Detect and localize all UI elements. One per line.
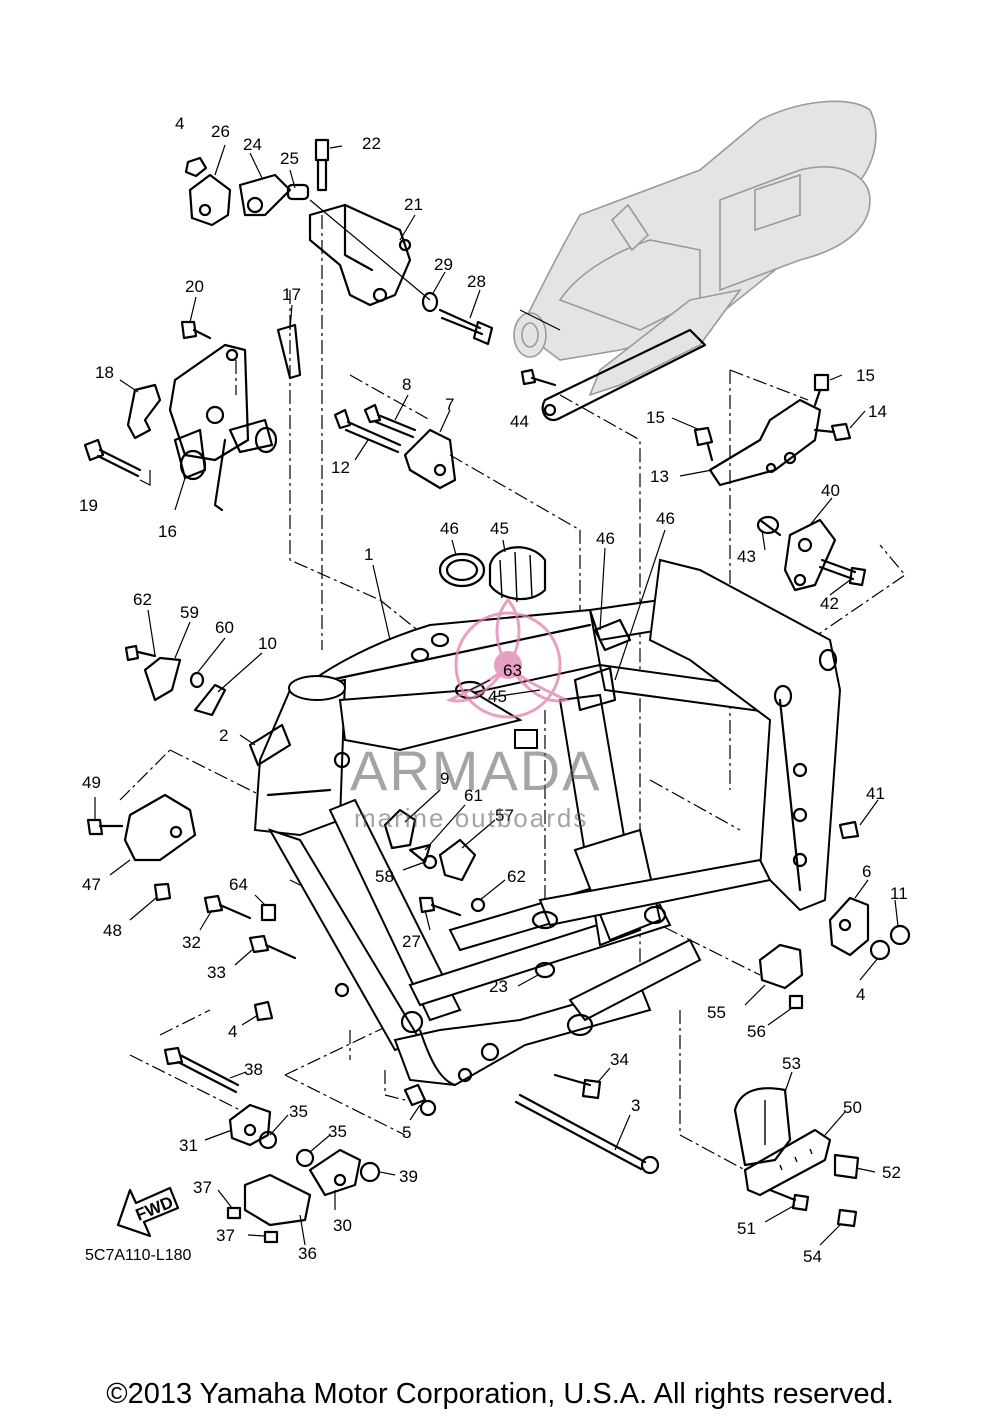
callout-15: 15: [856, 366, 875, 385]
muffler-bracket: [541, 328, 707, 421]
callout-35: 35: [289, 1102, 308, 1121]
callout-34: 34: [610, 1050, 629, 1069]
callout-26: 26: [211, 122, 230, 141]
fwd-label: FWD: [133, 1193, 176, 1225]
callout-37: 37: [193, 1178, 212, 1197]
callout-30: 30: [333, 1216, 352, 1235]
callout-39: 39: [399, 1167, 418, 1186]
callout-numbers: 1 2 3 4 4 4 5 6 7 8 9 10 11 12 13 14 15 …: [79, 114, 908, 1266]
diagram-code: 5C7A110-L180: [85, 1247, 192, 1264]
callout-45: 45: [490, 519, 509, 538]
callout-55: 55: [707, 1003, 726, 1022]
callout-22: 22: [362, 134, 381, 153]
callout-46: 46: [596, 529, 615, 548]
callout-12: 12: [331, 458, 350, 477]
callout-4: 4: [175, 114, 184, 133]
callout-62: 62: [507, 867, 526, 886]
callout-32: 32: [182, 933, 201, 952]
callout-8: 8: [402, 375, 411, 394]
callout-29: 29: [434, 255, 453, 274]
main-frame: [253, 558, 842, 1087]
callout-63: 63: [503, 661, 522, 680]
callout-4: 4: [228, 1022, 237, 1041]
callout-7: 7: [445, 395, 454, 414]
callout-3: 3: [631, 1096, 640, 1115]
callout-61: 61: [464, 786, 483, 805]
assembly-guide-lines: [119, 215, 906, 1171]
callout-5: 5: [402, 1123, 411, 1142]
copyright-notice: ©2013 Yamaha Motor Corporation, U.S.A. A…: [106, 1378, 894, 1410]
callout-21: 21: [404, 195, 423, 214]
callout-2: 2: [219, 726, 228, 745]
center-upper-bracket: [333, 403, 457, 490]
callout-14: 14: [868, 402, 887, 421]
callout-54: 54: [803, 1247, 822, 1266]
callout-42: 42: [820, 594, 839, 613]
callout-24: 24: [243, 135, 262, 154]
callout-15: 15: [646, 408, 665, 427]
callout-51: 51: [737, 1219, 756, 1238]
callout-6: 6: [862, 862, 871, 881]
callout-16: 16: [158, 522, 177, 541]
lower-left-parts: [163, 1046, 437, 1244]
callout-10: 10: [258, 634, 277, 653]
callout-62: 62: [133, 590, 152, 609]
callout-11: 11: [890, 884, 908, 903]
callout-1: 1: [364, 545, 373, 564]
left-front-small-parts: [86, 644, 556, 1022]
right-side-brackets: [520, 368, 867, 592]
fwd-arrow-icon: FWD: [116, 1186, 180, 1238]
callout-25: 25: [280, 149, 299, 168]
lower-right-parts: [514, 820, 911, 1228]
callout-31: 31: [179, 1136, 198, 1155]
callout-28: 28: [467, 272, 486, 291]
callout-43: 43: [737, 547, 756, 566]
leader-lines: [94, 144, 899, 1246]
callout-4: 4: [856, 985, 865, 1004]
callout-9: 9: [440, 769, 449, 788]
callout-49: 49: [82, 773, 101, 792]
upper-bracket-parts: [184, 138, 494, 346]
watermark-logo-icon: [445, 597, 571, 719]
callout-13: 13: [650, 467, 669, 486]
callout-38: 38: [244, 1060, 263, 1079]
callout-19: 19: [79, 496, 98, 515]
callout-45: 45: [488, 687, 507, 706]
callout-23: 23: [489, 977, 508, 996]
callout-20: 20: [185, 277, 204, 296]
callout-27: 27: [402, 932, 421, 951]
left-mount-bracket: [83, 320, 302, 512]
callout-36: 36: [298, 1244, 317, 1263]
callout-44: 44: [510, 412, 529, 431]
callout-33: 33: [207, 963, 226, 982]
callout-46: 46: [656, 509, 675, 528]
callout-47: 47: [82, 875, 101, 894]
callout-40: 40: [821, 481, 840, 500]
callout-41: 41: [866, 784, 885, 803]
callout-35: 35: [328, 1122, 347, 1141]
hose-and-clamps: [438, 546, 547, 603]
callout-59: 59: [180, 603, 199, 622]
callout-37: 37: [216, 1226, 235, 1245]
callout-64: 64: [229, 875, 248, 894]
callout-50: 50: [843, 1098, 862, 1117]
callout-52: 52: [882, 1163, 901, 1182]
callout-17: 17: [282, 285, 301, 304]
callout-60: 60: [215, 618, 234, 637]
callout-48: 48: [103, 921, 122, 940]
callout-18: 18: [95, 363, 114, 382]
callout-57: 57: [495, 806, 514, 825]
callout-56: 56: [747, 1022, 766, 1041]
callout-46: 46: [440, 519, 459, 538]
callout-58: 58: [375, 867, 394, 886]
callout-53: 53: [782, 1054, 801, 1073]
